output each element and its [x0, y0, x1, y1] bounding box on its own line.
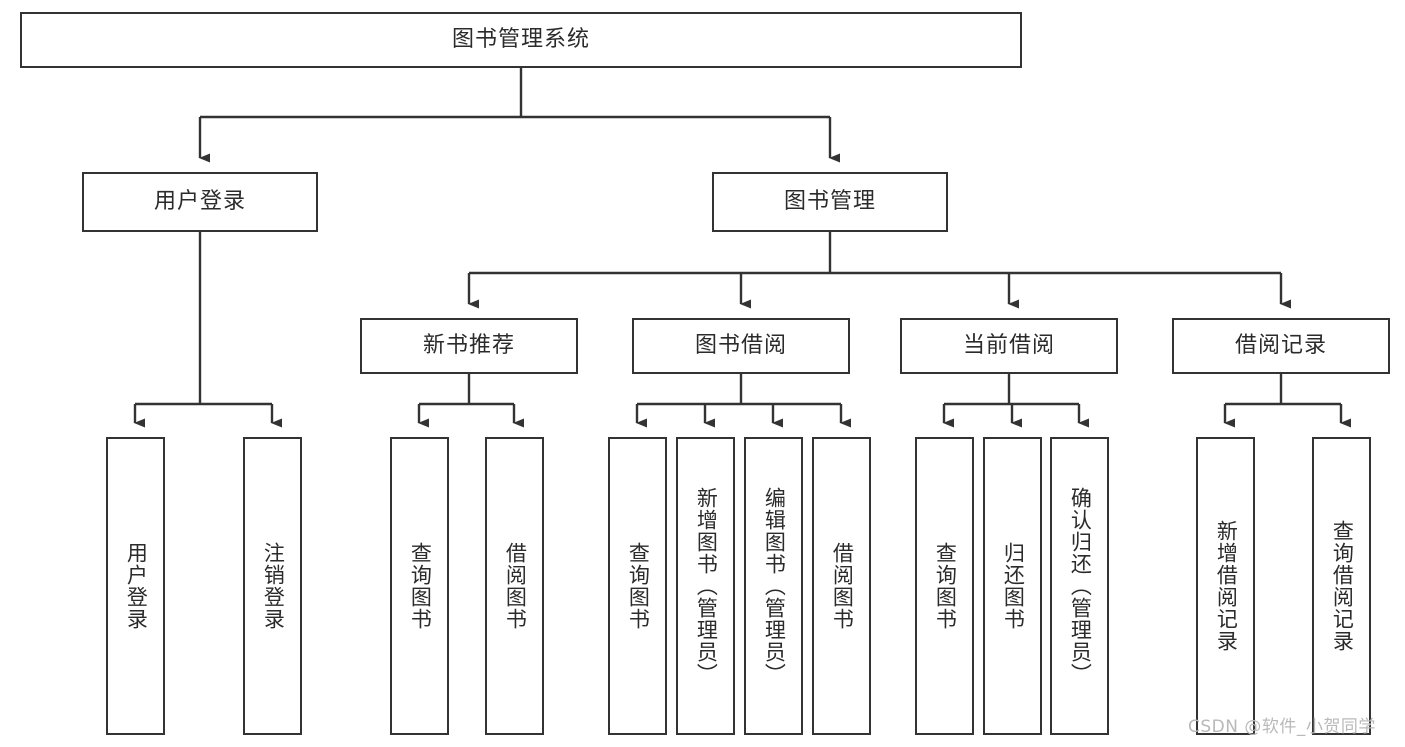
leaf-add-book-admin[interactable]: 新增图书（管理员） — [676, 437, 735, 735]
node-label: 注销登录 — [261, 542, 286, 630]
node-current-borrow[interactable]: 当前借阅 — [900, 318, 1118, 374]
node-label: 图书借阅 — [694, 332, 787, 358]
node-label: 用户登录 — [124, 542, 149, 630]
node-borrow-record[interactable]: 借阅记录 — [1172, 318, 1390, 374]
leaf-edit-book-admin[interactable]: 编辑图书（管理员） — [744, 437, 803, 735]
leaf-add-borrow-record[interactable]: 新增借阅记录 — [1196, 437, 1255, 735]
node-label: 借阅图书 — [503, 542, 528, 630]
leaf-query-book-current[interactable]: 查询图书 — [915, 437, 974, 735]
node-root-system[interactable]: 图书管理系统 — [20, 12, 1022, 68]
node-label: 借阅记录 — [1234, 332, 1327, 358]
node-label: 图书管理系统 — [451, 26, 590, 52]
leaf-user-login[interactable]: 用户登录 — [106, 437, 165, 735]
leaf-confirm-return-admin[interactable]: 确认归还（管理员） — [1050, 437, 1109, 735]
node-label: 编辑图书（管理员） — [762, 487, 787, 685]
node-label: 确认归还（管理员） — [1068, 487, 1093, 685]
node-label: 查询借阅记录 — [1330, 520, 1355, 652]
leaf-return-book[interactable]: 归还图书 — [983, 437, 1042, 735]
node-label: 查询图书 — [933, 542, 958, 630]
node-label: 归还图书 — [1001, 542, 1026, 630]
node-label: 借阅图书 — [830, 542, 855, 630]
node-label: 图书管理 — [783, 188, 876, 214]
node-new-book-recommend[interactable]: 新书推荐 — [360, 318, 578, 374]
node-label: 新增图书（管理员） — [694, 487, 719, 685]
leaf-logout[interactable]: 注销登录 — [243, 437, 302, 735]
node-user-login[interactable]: 用户登录 — [82, 172, 318, 232]
leaf-borrow-book-recommend[interactable]: 借阅图书 — [485, 437, 544, 735]
leaf-query-book-recommend[interactable]: 查询图书 — [390, 437, 449, 735]
node-label: 当前借阅 — [962, 332, 1055, 358]
node-label: 查询图书 — [626, 542, 651, 630]
node-label: 新增借阅记录 — [1214, 520, 1239, 652]
leaf-borrow-book[interactable]: 借阅图书 — [812, 437, 871, 735]
node-label: 用户登录 — [153, 188, 246, 214]
node-book-management[interactable]: 图书管理 — [712, 172, 948, 232]
node-label: 新书推荐 — [422, 332, 515, 358]
leaf-query-book-borrow[interactable]: 查询图书 — [608, 437, 667, 735]
leaf-query-borrow-record[interactable]: 查询借阅记录 — [1312, 437, 1371, 735]
node-book-borrow[interactable]: 图书借阅 — [632, 318, 850, 374]
csdn-watermark: CSDN @软件_小贺同学 — [1188, 717, 1376, 737]
node-label: 查询图书 — [408, 542, 433, 630]
